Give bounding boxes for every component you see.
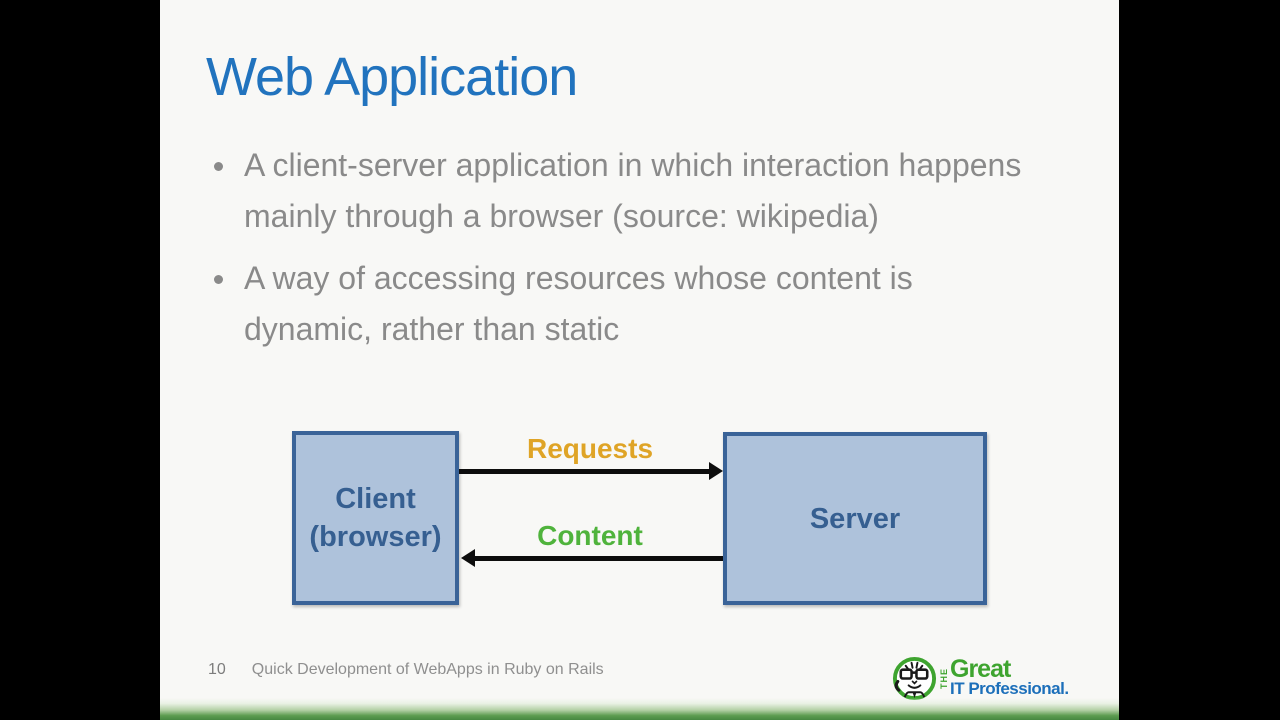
slide-footer: 10 Quick Development of WebApps in Ruby o…	[208, 661, 604, 679]
bullet-icon	[208, 253, 244, 304]
content-arrow	[461, 549, 723, 567]
mascot-icon	[892, 656, 937, 700]
logo-the-text: THE	[939, 667, 949, 689]
requests-arrow	[459, 462, 723, 480]
client-box-label: Client (browser)	[309, 480, 441, 556]
bullet-text: A client-server application in which int…	[244, 147, 1022, 234]
logo-it-professional-text: IT Professional.	[950, 679, 1069, 698]
logo-text: Great IT Professional.	[950, 655, 1069, 698]
content-arrowhead-icon	[461, 549, 475, 567]
bullet-text: A way of accessing resources whose conte…	[244, 260, 913, 347]
server-box: Server	[723, 432, 987, 605]
client-label-line2: (browser)	[309, 521, 442, 553]
logo-great-text: Great	[950, 655, 1011, 683]
server-box-label: Server	[809, 502, 901, 535]
great-it-professional-logo: THE Great IT Professional.	[891, 654, 1091, 702]
bottom-accent-bar	[160, 698, 1119, 720]
requests-arrow-shaft	[459, 469, 710, 474]
bullet-list: A client-server application in which int…	[208, 140, 1038, 366]
content-label: Content	[537, 520, 643, 551]
page-number: 10	[208, 661, 226, 678]
presentation-slide: Web Application A client-server applicat…	[160, 0, 1119, 720]
slide-title: Web Application	[206, 47, 578, 107]
bullet-item: A client-server application in which int…	[208, 140, 1038, 242]
requests-label: Requests	[526, 433, 654, 464]
content-arrow-shaft	[474, 556, 723, 561]
footer-title: Quick Development of WebApps in Ruby on …	[251, 661, 604, 678]
bullet-icon	[208, 140, 244, 191]
client-box: Client (browser)	[292, 431, 459, 605]
requests-arrowhead-icon	[709, 462, 723, 480]
client-label-line1: Client	[335, 483, 416, 515]
bullet-item: A way of accessing resources whose conte…	[208, 253, 1038, 355]
